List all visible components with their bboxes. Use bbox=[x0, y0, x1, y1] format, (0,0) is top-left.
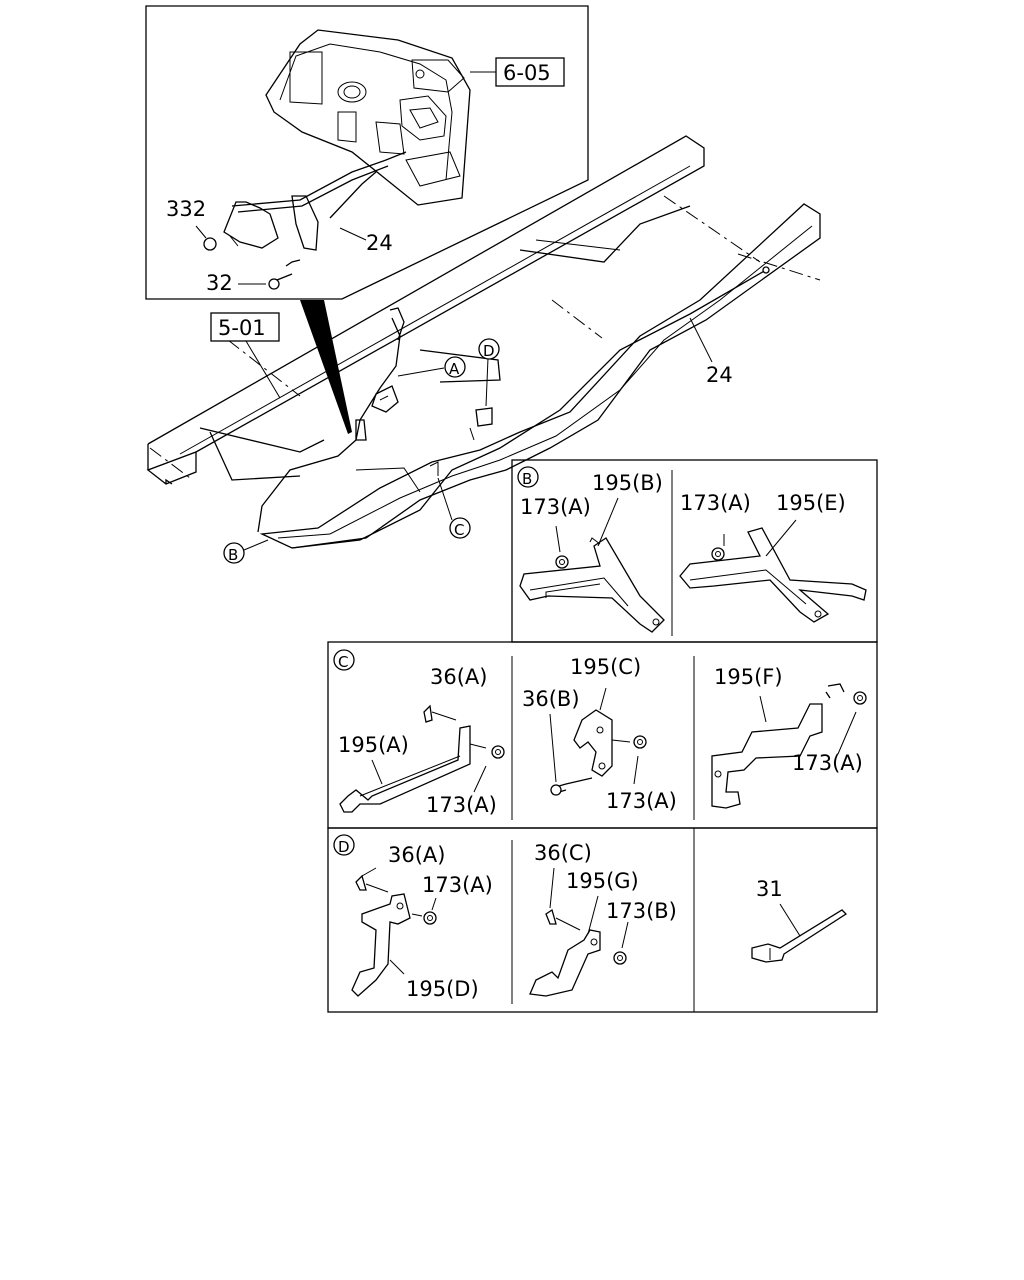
detail-panel-d: D 36(A) 173(A) 195(D) 36(C) 195(G) 173(B… bbox=[327, 827, 878, 1013]
ref-6-05-label: 6-05 bbox=[503, 61, 551, 85]
panel-b-195e-label: 195(E) bbox=[776, 491, 846, 515]
panel-d-173b-label: 173(B) bbox=[606, 899, 677, 923]
panel-b-195b-label: 195(B) bbox=[592, 471, 663, 495]
panel-c-173a-mid-label: 173(A) bbox=[606, 789, 677, 813]
panel-d-36a-label: 36(A) bbox=[388, 843, 445, 867]
panel-b-173a-left-label: 173(A) bbox=[520, 495, 591, 519]
callout-d-circle bbox=[478, 338, 500, 360]
panel-d-195d-label: 195(D) bbox=[406, 977, 479, 1001]
panel-c-36b-label: 36(B) bbox=[522, 687, 580, 711]
panel-c-tag: C bbox=[338, 653, 348, 671]
panel-c-173a-left-label: 173(A) bbox=[426, 793, 497, 817]
panel-d-195g-label: 195(G) bbox=[566, 869, 639, 893]
callout-b-circle bbox=[223, 542, 245, 564]
panel-c-195c-label: 195(C) bbox=[570, 655, 641, 679]
panel-c-195a-label: 195(A) bbox=[338, 733, 409, 757]
detail-panel-b: B 195(B) 173(A) 173(A) 195(E) bbox=[511, 459, 878, 643]
callout-a-circle bbox=[444, 356, 466, 378]
inset-label-24: 24 bbox=[366, 231, 393, 255]
panel-c-195f-label: 195(F) bbox=[714, 665, 783, 689]
panel-d-31-label: 31 bbox=[756, 877, 783, 901]
inset-detail: 6-05 332 24 32 bbox=[145, 5, 589, 300]
panel-d-173a-label: 173(A) bbox=[422, 873, 493, 897]
callout-b-label: B bbox=[228, 546, 238, 564]
panel-b-173a-right-label: 173(A) bbox=[680, 491, 751, 515]
panel-d-36c-label: 36(C) bbox=[534, 841, 592, 865]
chassis-frame: 5-01 A D C B 24 bbox=[146, 135, 821, 564]
inset-label-32: 32 bbox=[206, 271, 233, 295]
callout-c-circle bbox=[449, 517, 471, 539]
detail-panel-c: C 36(A) 195(A) 173(A) 195(C) 36(B) 173(A… bbox=[327, 641, 878, 829]
panel-c-173a-right-label: 173(A) bbox=[792, 751, 863, 775]
ref-5-01-label: 5-01 bbox=[218, 316, 266, 340]
callout-c-label: C bbox=[454, 521, 464, 539]
callout-a-label: A bbox=[449, 360, 460, 378]
inset-label-332: 332 bbox=[166, 197, 206, 221]
callout-d-label: D bbox=[483, 342, 495, 360]
panel-d-tag: D bbox=[338, 838, 350, 856]
panel-c-36a-label: 36(A) bbox=[430, 665, 487, 689]
main-label-24: 24 bbox=[706, 363, 733, 387]
panel-b-tag: B bbox=[522, 470, 532, 488]
detail-pointer bbox=[300, 300, 352, 434]
